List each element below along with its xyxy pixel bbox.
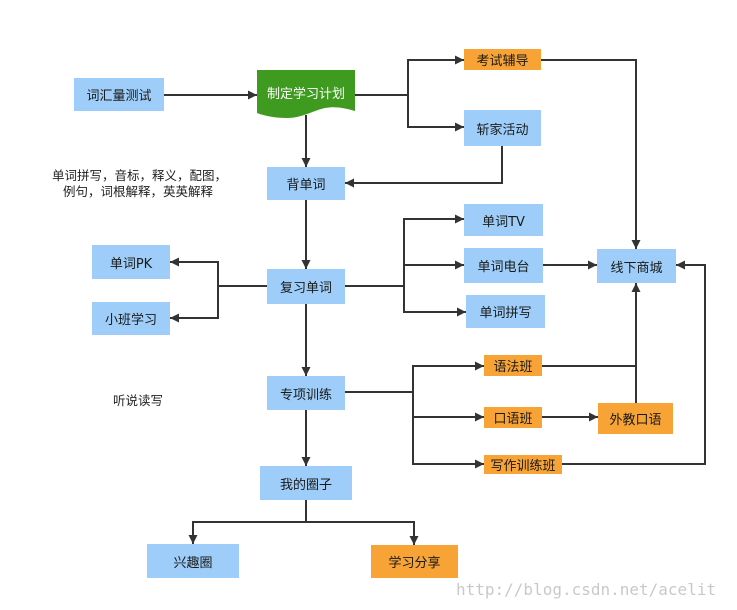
edge-review-to-word-pk xyxy=(170,257,267,287)
node-memorize-words: 背单词 xyxy=(267,167,345,200)
edge-writing-class-to-offline-mall xyxy=(562,260,706,465)
node-vocab-test: 词汇量测试 xyxy=(74,78,164,111)
edge-study-plan-to-exam-tutoring xyxy=(355,55,464,96)
edge-review-to-word-tv xyxy=(345,214,464,287)
edge-study-plan-to-activity xyxy=(407,95,464,132)
node-writing-class: 写作训练班 xyxy=(484,455,562,474)
node-grammar-class: 语法班 xyxy=(484,355,542,376)
edge-review-to-small-class xyxy=(170,286,219,323)
node-exam-tutoring: 考试辅导 xyxy=(464,49,541,70)
watermark-url: http://blog.csdn.net/acelit xyxy=(456,580,717,599)
node-offline-mall: 线下商城 xyxy=(597,249,676,283)
node-foreign-teacher-oral: 外教口语 xyxy=(598,403,673,434)
node-study-share: 学习分享 xyxy=(371,545,458,578)
edge-my-circle-to-interest-circle xyxy=(188,500,307,544)
node-interest-circle: 兴趣圈 xyxy=(147,544,239,578)
node-special-training: 专项训练 xyxy=(267,376,345,410)
node-word-radio: 单词电台 xyxy=(464,248,543,283)
node-activity: 斩家活动 xyxy=(464,110,541,146)
edge-special-to-oral-class xyxy=(412,392,484,422)
special-training-note: 听说读写 xyxy=(113,393,164,408)
edge-activity-to-memorize-words xyxy=(345,146,503,188)
edge-special-to-grammar-class xyxy=(345,361,484,393)
node-study-plan-label: 制定学习计划 xyxy=(266,86,345,102)
node-word-tv: 单词TV xyxy=(464,204,543,236)
node-oral-class: 口语班 xyxy=(484,407,542,428)
node-word-pk: 单词PK xyxy=(92,245,170,279)
edge-my-circle-to-study-share xyxy=(306,521,419,545)
edge-review-to-word-spelling xyxy=(403,286,466,317)
edge-special-to-writing-class xyxy=(412,417,484,469)
document-shape xyxy=(257,70,355,118)
memorize-features-note-line1: 单词拼写，音标，释义，配图， xyxy=(52,168,228,183)
node-word-spelling: 单词拼写 xyxy=(466,295,545,328)
memorize-features-note-line2: 例句，词根解释，英英解释 xyxy=(63,184,214,199)
node-small-class: 小班学习 xyxy=(92,302,170,335)
node-my-circle: 我的圈子 xyxy=(260,466,352,500)
node-study-plan: 制定学习计划 xyxy=(257,70,355,120)
node-review-words: 复习单词 xyxy=(267,269,345,304)
edge-exam-tutoring-to-offline-mall xyxy=(541,59,641,249)
